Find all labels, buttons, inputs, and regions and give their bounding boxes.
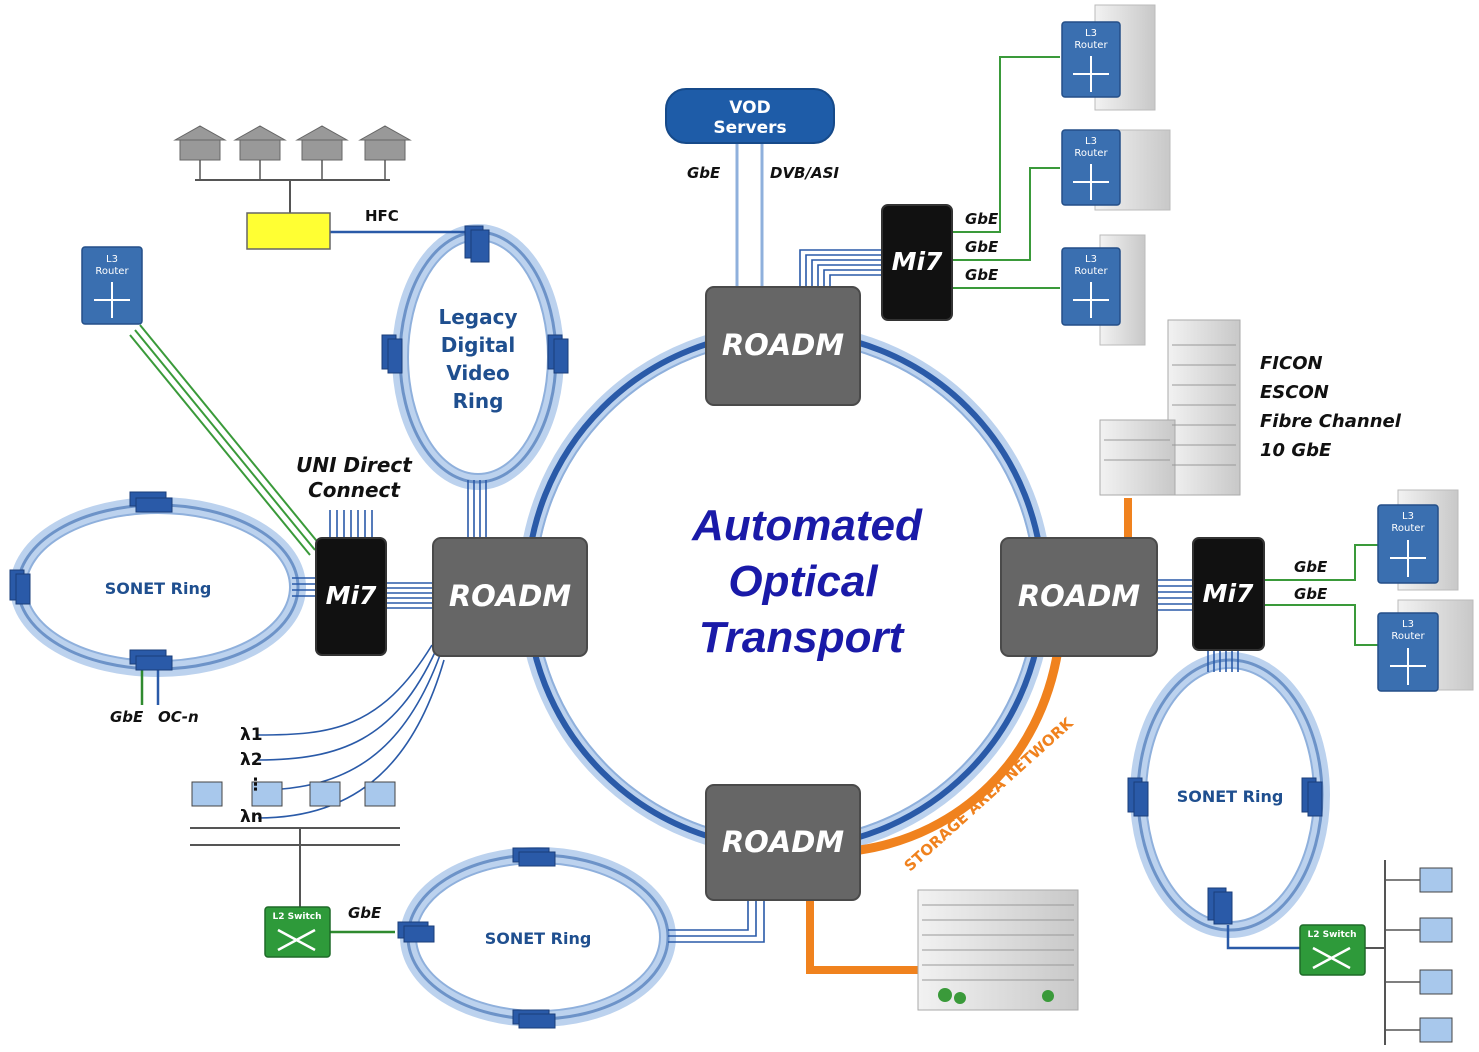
left-ring-ocn-label: OC-n [158,708,199,726]
vod-servers: VOD Servers GbE DVB/ASI [665,88,839,182]
svg-text:λ2: λ2 [240,750,263,770]
svg-text:L3: L3 [1402,619,1414,630]
svg-text:Digital: Digital [441,333,516,357]
router-left: L3 Router [81,246,143,325]
svg-text:Router: Router [1074,40,1108,51]
mi7-node-left: Mi7 [315,537,387,656]
center-title: Automated Optical Transport [691,501,923,662]
svg-text:10 GbE: 10 GbE [1260,440,1332,461]
mi7-left-label: Mi7 [326,581,377,610]
svg-text:λn: λn [240,807,263,827]
bottom-left-gbe-label: GbE [348,904,382,922]
vod-line1: VOD [729,98,770,118]
gbe-links [129,56,1378,646]
svg-text:UNI Direct: UNI Direct [296,453,413,477]
svg-text:L3: L3 [106,254,118,265]
roadm-node-right: ROADM [1000,537,1158,657]
svg-text:FICON: FICON [1260,353,1323,374]
svg-text:GbE: GbE [965,238,999,256]
roadm-node-bottom: ROADM [705,784,861,901]
vod-line2: Servers [713,118,786,138]
center-title-line1: Automated [691,501,923,550]
svg-text:Connect: Connect [308,478,401,502]
ring-modules [9,225,1323,1029]
protocol-labels: FICON ESCON Fibre Channel 10 GbE [1260,353,1402,461]
hfc-label: HFC [365,207,399,225]
sonet-bottom-label: SONET Ring [485,929,592,948]
svg-text:λ1: λ1 [240,725,263,745]
router-top-2: L3 Router [1061,129,1121,206]
svg-text:GbE: GbE [1294,585,1328,603]
mi7-node-right: Mi7 [1192,537,1265,651]
svg-text:⋮: ⋮ [247,775,264,795]
roadm-right-label: ROADM [1018,579,1140,613]
svg-text:L2 Switch: L2 Switch [1307,930,1356,940]
svg-text:Video: Video [446,361,510,385]
roadm-node-left: ROADM [432,537,588,657]
workstations-icon [190,781,1453,1045]
svg-text:L3: L3 [1085,28,1097,39]
svg-text:Router: Router [1074,266,1108,277]
roadm-node-top: ROADM [705,286,861,406]
svg-text:GbE: GbE [965,266,999,284]
sonet-left-label: SONET Ring [105,579,212,598]
sonet-right-label: SONET Ring [1177,787,1284,806]
svg-text:L2 Switch: L2 Switch [272,912,321,922]
router-top-1: L3 Router [1061,21,1121,98]
router-right-1: L3 Router [1377,504,1439,584]
mi7-right-label: Mi7 [1203,579,1254,608]
vod-gbe-label: GbE [687,164,721,182]
vod-dvb-label: DVB/ASI [770,164,839,182]
roadm-left-label: ROADM [449,579,571,613]
fiber-bundles [140,142,1300,950]
switch-bottom-left: L2 Switch [264,906,331,958]
san-link [806,498,1132,974]
svg-text:GbE: GbE [965,210,999,228]
svg-text:Router: Router [95,266,129,277]
svg-text:Router: Router [1074,148,1108,159]
switch-icon: L2 Switch L2 Switch [264,906,1366,976]
mi7-node-top: Mi7 [881,204,953,321]
svg-text:L3: L3 [1085,136,1097,147]
svg-text:Fibre Channel: Fibre Channel [1260,411,1402,432]
svg-text:Ring: Ring [453,389,504,413]
mi7-right-link-labels: GbE GbE [1294,558,1328,603]
router-icon: L3 Router L3 Router L3 Router L3 Router … [81,21,1439,692]
router-top-3: L3 Router [1061,247,1121,326]
svg-text:Router: Router [1391,631,1425,642]
svg-text:L3: L3 [1402,511,1414,522]
svg-text:Router: Router [1391,523,1425,534]
roadm-top-label: ROADM [722,328,844,362]
lambda-labels: λ1 λ2 ⋮ λn [240,725,264,827]
svg-text:ESCON: ESCON [1260,382,1329,403]
svg-text:Legacy: Legacy [438,305,517,329]
roadm-bottom-label: ROADM [722,825,844,859]
center-title-line3: Transport [699,613,906,662]
mi7-top-label: Mi7 [892,247,943,276]
svg-text:GbE: GbE [1294,558,1328,576]
switch-bottom-right: L2 Switch [1299,924,1366,976]
svg-text:L3: L3 [1085,254,1097,265]
mi7-top-link-labels: GbE GbE GbE [965,210,999,284]
legacy-ring-label: Legacy Digital Video Ring [438,305,517,413]
center-title-line2: Optical [728,557,878,606]
left-ring-gbe-label: GbE [110,708,144,726]
router-right-2: L3 Router [1377,612,1439,692]
houses-icon [173,125,412,250]
legacy-video-ring [392,224,564,490]
uni-direct-label: UNI Direct Connect [296,453,413,502]
